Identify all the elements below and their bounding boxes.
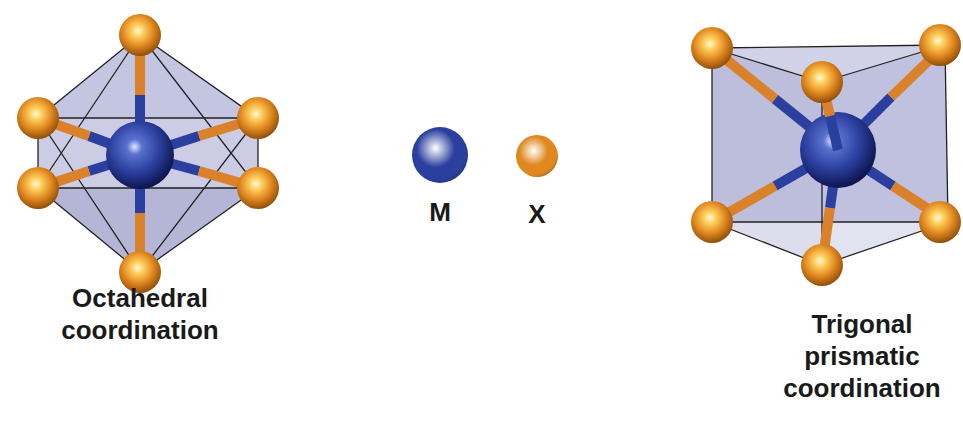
atom-swatch bbox=[516, 135, 558, 177]
legend-label: X bbox=[528, 199, 545, 230]
atom-swatch bbox=[412, 127, 468, 183]
structure-label: Trigonal prismatic coordination bbox=[772, 308, 952, 404]
legend-item: X bbox=[497, 135, 577, 230]
legend-item: M bbox=[400, 127, 480, 228]
octahedron bbox=[17, 14, 279, 293]
structure-label: Octahedral coordination bbox=[35, 282, 245, 346]
trigonal-prism bbox=[691, 24, 961, 286]
legend-label: M bbox=[429, 197, 451, 228]
